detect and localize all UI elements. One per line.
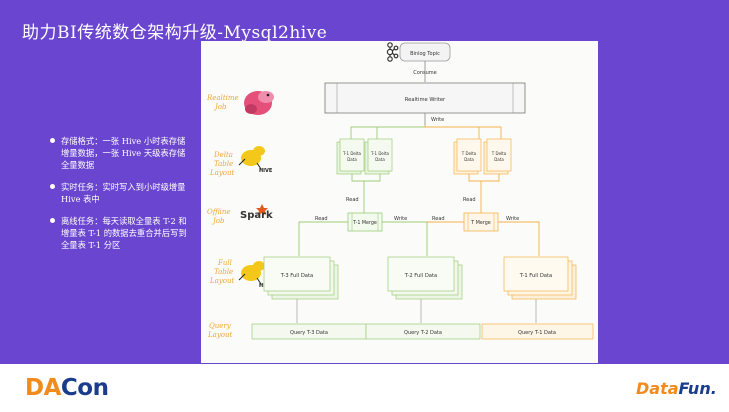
delta-file-t1-b bbox=[364, 138, 393, 175]
realtime-writer-label: Realtime Writer bbox=[405, 97, 446, 103]
query-t2-label: Query T-2 Data bbox=[404, 330, 442, 336]
datafun-logo: DataFun. bbox=[636, 379, 717, 398]
bullet-realtime-task: 实时任务：实时写入到小时级增量Hive 表中 bbox=[50, 181, 190, 205]
read-label-1: Read bbox=[346, 197, 359, 203]
consume-label: Consume bbox=[413, 70, 436, 76]
dacon-logo-left: DA bbox=[25, 375, 61, 401]
layer-label-query-2: Layout bbox=[207, 331, 232, 339]
query-t3-label: Query T-3 Data bbox=[290, 330, 328, 336]
spark-logo-icon: Spark bbox=[240, 204, 273, 221]
query-t1-box bbox=[481, 323, 594, 340]
delta-file-t-a bbox=[453, 138, 482, 175]
full-data-t1-stack bbox=[503, 256, 577, 300]
flink-squirrel-icon bbox=[244, 91, 274, 115]
layer-label-offline: Offline bbox=[207, 208, 231, 216]
full-data-t2-stack bbox=[387, 256, 463, 300]
full-data-t3-label: T-3 Full Data bbox=[280, 273, 313, 279]
bullet-list: 存储格式：一张 Hive 小时表存储增量数据，一张 Hive 天级表存储全量数据… bbox=[50, 135, 190, 261]
layer-label-full: Full bbox=[217, 259, 232, 267]
svg-text:HIVE: HIVE bbox=[259, 168, 273, 174]
spark-logo-text: Spark bbox=[240, 210, 273, 221]
merge-t-label: T Merge bbox=[470, 220, 490, 226]
dacon-logo-right: Con bbox=[60, 375, 109, 401]
delta-file-t-b bbox=[483, 138, 512, 175]
write-label-top: Write bbox=[431, 117, 444, 123]
read-label-4: Read bbox=[432, 216, 445, 222]
read-label-3: Read bbox=[315, 216, 328, 222]
delta-file-t-a-label: T Delta bbox=[461, 151, 477, 156]
query-t1-label: Query T-1 Data bbox=[518, 330, 556, 336]
bullet-text: 存储格式：一张 Hive 小时表存储增量数据，一张 Hive 天级表存储全量数据 bbox=[61, 136, 186, 170]
full-data-t2-label: T-2 Full Data bbox=[404, 273, 437, 279]
delta-file-t1-a-label-2: Data bbox=[347, 157, 357, 162]
full-data-t1-label: T-1 Full Data bbox=[519, 273, 552, 279]
delta-file-t1-b-label-2: Data bbox=[375, 157, 385, 162]
layer-label-delta-3: Layout bbox=[209, 169, 234, 177]
layer-label-full-2: Table bbox=[214, 268, 233, 276]
layer-label-full-3: Layout bbox=[209, 277, 234, 285]
write-label-1: Write bbox=[394, 216, 407, 222]
delta-file-t-b-label-2: Data bbox=[494, 157, 504, 162]
layer-label-offline-2: Job bbox=[211, 217, 225, 225]
bullet-offline-task: 离线任务：每天读取全量表 T-2 和增量表 T-1 的数据去重合并后写到全量表 … bbox=[50, 215, 190, 251]
layer-label-query: Query bbox=[209, 322, 232, 330]
write-label-2: Write bbox=[506, 216, 519, 222]
dacon-logo: DACon bbox=[25, 375, 109, 401]
kafka-logo-icon bbox=[386, 42, 399, 62]
bullet-text: 离线任务：每天读取全量表 T-2 和增量表 T-1 的数据去重合并后写到全量表 … bbox=[61, 216, 187, 250]
bullet-dot bbox=[50, 138, 55, 143]
delta-file-t1-b-label: T-1 Delta bbox=[370, 151, 390, 156]
delta-file-t1-a-label: T-1 Delta bbox=[342, 151, 362, 156]
bullet-dot bbox=[50, 184, 55, 189]
footer-bar: DACon DataFun. bbox=[0, 364, 729, 412]
query-t2-box bbox=[365, 323, 481, 340]
bullet-dot bbox=[50, 218, 55, 223]
read-label-2: Read bbox=[463, 197, 476, 203]
architecture-diagram: Binlog Topic Consume Realtime Writer Wri… bbox=[201, 41, 598, 363]
bullet-text: 实时任务：实时写入到小时级增量Hive 表中 bbox=[61, 182, 186, 204]
delta-file-t-b-label: T Delta bbox=[491, 151, 507, 156]
layer-label-realtime-2: Job bbox=[213, 103, 227, 111]
layer-label-delta-2: Table bbox=[214, 160, 233, 168]
bullet-storage-format: 存储格式：一张 Hive 小时表存储增量数据，一张 Hive 天级表存储全量数据 bbox=[50, 135, 190, 171]
delta-file-t-a-label-2: Data bbox=[464, 157, 474, 162]
layer-label-realtime: Realtime bbox=[206, 94, 239, 102]
slide-title: 助力BI传统数仓架构升级-Mysql2hive bbox=[22, 23, 328, 43]
binlog-topic-label: Binlog Topic bbox=[410, 51, 440, 57]
layer-label-delta: Delta bbox=[213, 151, 233, 159]
datafun-logo-left: Data bbox=[636, 379, 679, 398]
datafun-logo-right: Fun. bbox=[678, 379, 717, 398]
hive-bee-icon: HIVE bbox=[238, 146, 273, 174]
merge-t1-label: T-1 Merge bbox=[352, 220, 377, 226]
delta-file-t1-a bbox=[336, 138, 365, 175]
full-data-t3-stack bbox=[263, 256, 339, 300]
